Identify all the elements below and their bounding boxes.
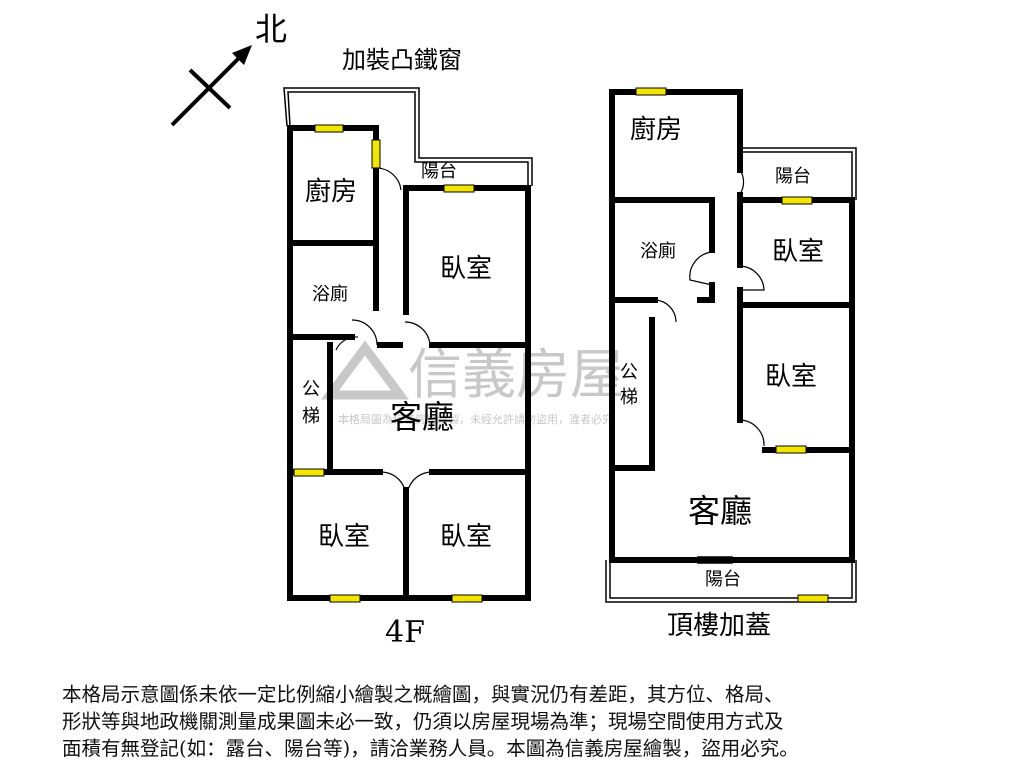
iron-window-outline — [283, 87, 533, 186]
room-label-kitchen-roof: 廚房 — [630, 115, 682, 145]
floor-roof: 廚房 陽台 浴廁 臥室 公 梯 臥室 客廳 陽台 頂樓加蓋 — [605, 87, 857, 641]
floor-plan-diagram: 信義房屋 本格局圖為信義房屋繪製，未經允許請勿盜用，違者必究 北 加裝凸鐵窗 — [170, 10, 857, 650]
walls-4f — [287, 125, 531, 601]
room-label-bathroom-4f: 浴廁 — [312, 283, 348, 305]
disclaimer: 本格局示意圖係未依一定比例縮小繪製之概繪圖，與實況仍有差距，其方位、格局、 形狀… — [62, 681, 962, 762]
iron-window-label: 加裝凸鐵窗 — [342, 46, 462, 74]
room-label-balcony-4f: 陽台 — [421, 161, 457, 182]
windows-roof — [635, 87, 829, 603]
room-label-living-roof: 客廳 — [688, 492, 752, 530]
room-label-stairs-4f-2: 梯 — [302, 406, 320, 427]
room-label-bedroom-1-roof: 臥室 — [772, 237, 824, 267]
disclaimer-line-3: 面積有無登記(如：露台、陽台等)，請洽業務人員。本圖為信義房屋繪製，盜用必究。 — [62, 737, 799, 760]
watermark-brand: 信義房屋 — [408, 343, 624, 406]
disclaimer-line-1: 本格局示意圖係未依一定比例縮小繪製之概繪圖，與實況仍有差距，其方位、格局、 — [62, 683, 784, 706]
floor-caption-roof: 頂樓加蓋 — [667, 611, 771, 641]
room-label-bedroom-se-4f: 臥室 — [440, 522, 492, 552]
room-label-bathroom-roof: 浴廁 — [640, 240, 676, 262]
doors-roof — [654, 169, 765, 447]
watermark: 信義房屋 本格局圖為信義房屋繪製，未經允許請勿盜用，違者必究 — [321, 340, 624, 426]
watermark-notice: 本格局圖為信義房屋繪製，未經允許請勿盜用，違者必究 — [338, 412, 613, 426]
windows-4f — [293, 124, 483, 603]
room-label-bedroom-sw-4f: 臥室 — [318, 522, 370, 552]
room-label-stairs-roof-2: 梯 — [620, 387, 638, 408]
room-label-living-4f: 客廳 — [390, 398, 454, 436]
room-label-kitchen-4f: 廚房 — [305, 177, 357, 207]
floor-4f: 廚房 陽台 臥室 浴廁 公 梯 客廳 臥室 臥室 4F — [283, 87, 533, 650]
room-label-bedroom-ne-4f: 臥室 — [440, 254, 492, 284]
walls-roof — [609, 89, 855, 563]
balcony-outlines-roof — [605, 147, 857, 603]
disclaimer-line-2: 形狀等與地政機關測量成果圖未必一致，仍須以房屋現場為準；現場空間使用方式及 — [62, 710, 784, 733]
floor-caption-4f: 4F — [385, 615, 425, 650]
brand-logo-icon — [321, 340, 409, 400]
room-label-bedroom-2-roof: 臥室 — [765, 362, 817, 392]
room-label-stairs-roof-1: 公 — [620, 362, 638, 383]
doors-4f — [335, 167, 433, 491]
compass-arrow-icon — [170, 45, 252, 127]
north-label: 北 — [255, 10, 287, 48]
room-label-balcony-bottom-roof: 陽台 — [705, 569, 741, 590]
room-label-balcony-top-roof: 陽台 — [775, 166, 811, 187]
room-label-stairs-4f-1: 公 — [302, 379, 320, 400]
